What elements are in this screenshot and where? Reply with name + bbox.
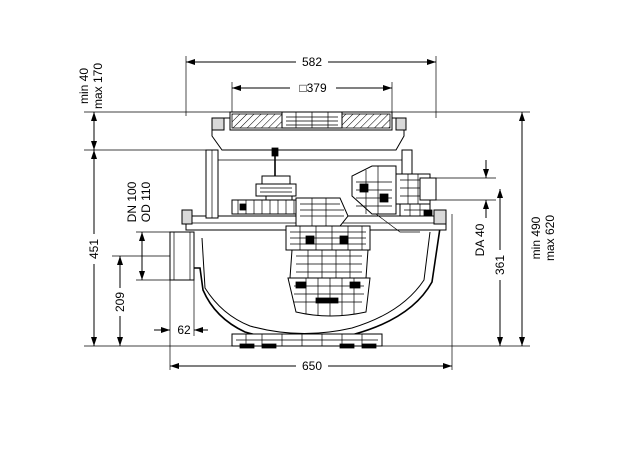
inlet-pipe [169,231,195,281]
rim-clamp-right [433,209,447,225]
label-total-min: min 490 [529,216,543,259]
rod-cap [271,147,279,157]
label-ext-max: max 170 [91,63,105,109]
label-bottom-width: 650 [302,359,322,373]
tank-bowl-inner [201,231,431,335]
label-ext-min: min 40 [77,68,91,104]
float-assembly [255,183,297,197]
separator-tank [169,111,447,349]
label-outlet-da: DA 40 [473,223,487,256]
label-total-height: 451 [87,239,101,259]
label-outlet-height: 361 [493,255,507,275]
pump-housing [287,277,371,317]
label-inlet-height: 209 [113,292,127,312]
label-total-max: max 620 [543,215,557,261]
pump-upper [295,197,349,227]
label-top-width: 582 [302,55,322,69]
label-pipe-dn: DN 100 [125,181,139,222]
rim-clamp-left [181,209,193,225]
label-cover-size: □379 [299,81,327,95]
dimensions: 582 □379 min 40 max 170 451 DN 100 OD 11… [77,53,557,374]
label-pipe-od: OD 110 [139,181,153,222]
outlet-nozzle [419,177,437,201]
label-flange: 62 [177,323,191,337]
